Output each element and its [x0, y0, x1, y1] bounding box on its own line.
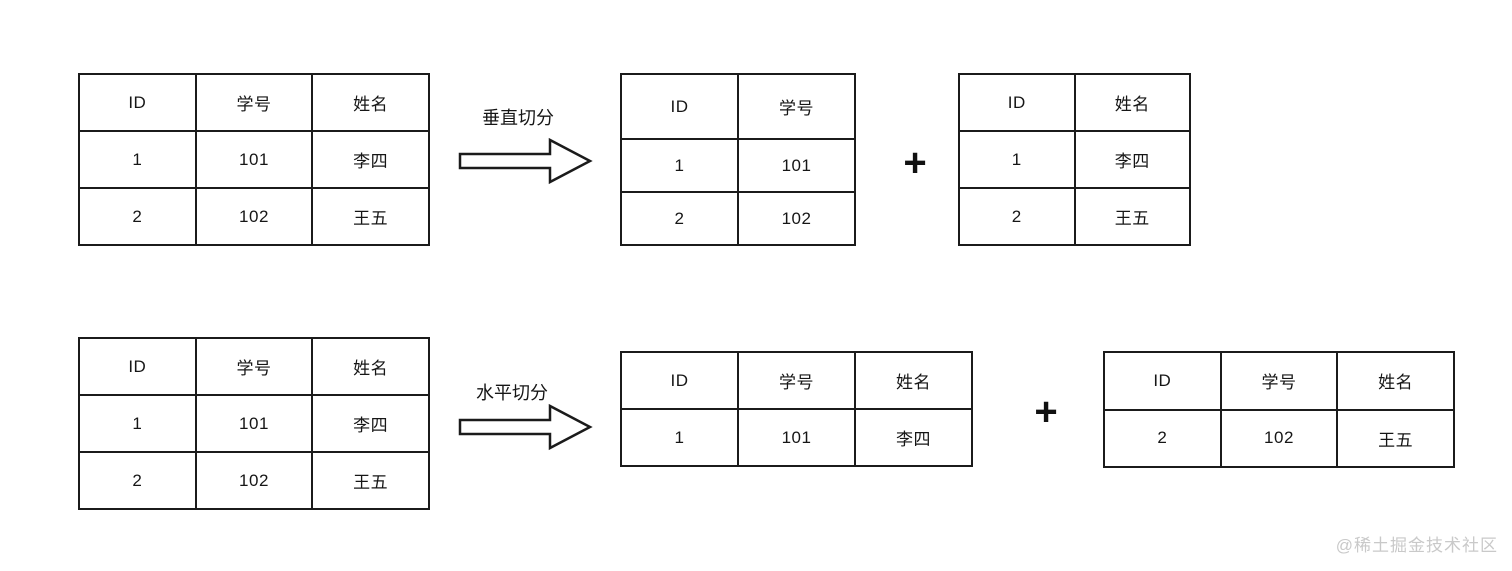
- data-cell: 王五: [311, 187, 430, 246]
- header-cell: 姓名: [311, 73, 430, 132]
- vertical-source-table: ID 学号 姓名 1 101 李四 2 102 王五: [78, 73, 430, 246]
- vertical-left-result-table: ID 学号 1 101 2 102: [620, 72, 856, 246]
- data-cell: 王五: [311, 451, 430, 510]
- horizontal-left-result-table: ID 学号 姓名 1 101 李四: [620, 351, 973, 467]
- right-arrow-icon: [458, 403, 593, 451]
- header-cell: 姓名: [854, 351, 973, 410]
- data-cell: 李四: [1073, 130, 1191, 189]
- data-cell: 2: [78, 187, 197, 246]
- header-cell: 学号: [194, 73, 314, 132]
- right-arrow-icon: [458, 137, 593, 185]
- data-cell: 1: [78, 394, 197, 453]
- horizontal-split-label: 水平切分: [476, 383, 548, 403]
- header-cell: 姓名: [311, 337, 430, 396]
- data-cell: 102: [194, 451, 314, 510]
- data-cell: 李四: [311, 394, 430, 453]
- header-cell: ID: [620, 72, 739, 141]
- horizontal-source-table: ID 学号 姓名 1 101 李四 2 102 王五: [78, 337, 430, 510]
- data-cell: 王五: [1336, 408, 1455, 468]
- header-cell: 学号: [194, 337, 314, 396]
- data-cell: 101: [737, 408, 856, 467]
- data-cell: 1: [620, 138, 739, 193]
- data-cell: 2: [958, 187, 1076, 246]
- horizontal-right-result-table: ID 学号 姓名 2 102 王五: [1103, 351, 1455, 468]
- data-cell: 李四: [311, 130, 430, 189]
- header-cell: ID: [620, 351, 739, 410]
- data-cell: 102: [737, 191, 856, 246]
- data-cell: 101: [737, 138, 856, 193]
- data-cell: 102: [1219, 408, 1339, 468]
- data-cell: 李四: [854, 408, 973, 467]
- header-cell: 姓名: [1336, 351, 1455, 411]
- header-cell: ID: [78, 73, 197, 132]
- vertical-right-result-table: ID 姓名 1 李四 2 王五: [958, 73, 1191, 246]
- data-cell: 101: [194, 130, 314, 189]
- header-cell: ID: [1103, 351, 1222, 411]
- header-cell: ID: [958, 73, 1076, 132]
- data-cell: 2: [620, 191, 739, 246]
- data-cell: 1: [78, 130, 197, 189]
- vertical-split-label: 垂直切分: [482, 108, 554, 128]
- data-cell: 2: [78, 451, 197, 510]
- data-cell: 1: [958, 130, 1076, 189]
- header-cell: 姓名: [1073, 73, 1191, 132]
- plus-sign: +: [1034, 389, 1058, 434]
- header-cell: ID: [78, 337, 197, 396]
- watermark: @稀土掘金技术社区: [1335, 536, 1498, 555]
- data-cell: 102: [194, 187, 314, 246]
- data-cell: 2: [1103, 408, 1222, 468]
- header-cell: 学号: [1219, 351, 1339, 411]
- header-cell: 学号: [737, 351, 856, 410]
- plus-sign: +: [903, 140, 927, 185]
- data-cell: 101: [194, 394, 314, 453]
- data-cell: 1: [620, 408, 739, 467]
- header-cell: 学号: [737, 72, 856, 141]
- data-cell: 王五: [1073, 187, 1191, 246]
